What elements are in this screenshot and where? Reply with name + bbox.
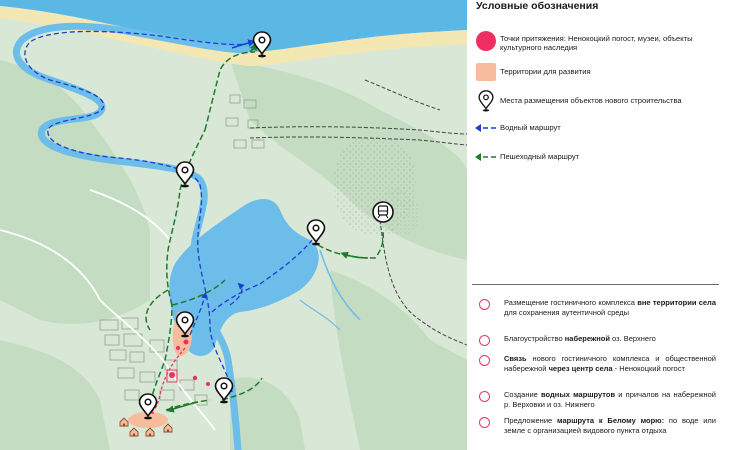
white-sea [0, 0, 467, 52]
marsh-area-2 [385, 188, 420, 235]
measure-text: Связь нового гостиничного комплекса и об… [504, 354, 716, 373]
circle-marker-icon [479, 299, 490, 310]
railways [249, 79, 467, 346]
green-route-arrow [166, 401, 199, 413]
measure-text: Размещение гостиничного комплекса вне те… [504, 298, 716, 317]
train-icon [372, 201, 394, 223]
circle-marker-icon [479, 335, 490, 346]
settlement-blocks [99, 94, 265, 406]
circle-marker-icon [479, 355, 490, 366]
orange-square-icon [476, 63, 496, 81]
circle-marker-icon [479, 417, 490, 428]
measure-item: Предложение маршрута к Белому морю: по в… [472, 416, 722, 435]
measure-item: Создание водных маршрутов и причалов на … [472, 390, 722, 409]
measure-text: Предложение маршрута к Белому морю: по в… [504, 416, 716, 435]
green-dashed-arrow-icon [475, 153, 496, 161]
legend-item-water-route: Водный маршрут [472, 122, 727, 132]
water-route-arrow-sea [231, 39, 256, 49]
measure-text: Создание водных маршрутов и причалов на … [504, 390, 716, 409]
lake-verkhnee [169, 198, 319, 356]
measure-item: Связь нового гостиничного комплекса и об… [472, 354, 722, 373]
circle-marker-icon [479, 391, 490, 402]
pink-dot-icon [476, 31, 496, 51]
legend-item-pedestrian-route: Пешеходный маршрут [472, 151, 727, 161]
measure-text: Благоустройство набережной оз. Верхнего [504, 334, 656, 343]
map-canvas [0, 0, 467, 450]
legend-item-construction: Места размещения объектов нового строите… [472, 90, 727, 112]
green-route-arrow-sea [249, 42, 257, 53]
water-routes [24, 30, 313, 393]
pogost-marker [166, 369, 178, 383]
blue-dashed-arrow-icon [475, 124, 496, 132]
legend-item-attraction: Точки притяжения: Ненокоцкий погост, муз… [472, 31, 727, 52]
legend-item-territory: Территории для развития [472, 62, 727, 82]
map-pin-icon [478, 90, 494, 112]
legend-title: Условные обозначения [476, 0, 599, 12]
attraction-points [169, 339, 210, 386]
legend-separator [472, 284, 719, 285]
beach [0, 6, 467, 66]
measure-item: Размещение гостиничного комплекса вне те… [472, 298, 722, 317]
development-territory-2 [128, 412, 168, 428]
map-area[interactable] [0, 0, 467, 450]
measure-item: Благоустройство набережной оз. Верхнего [472, 334, 722, 346]
